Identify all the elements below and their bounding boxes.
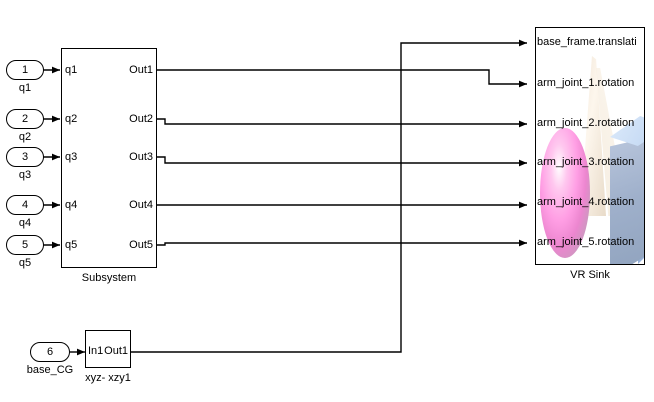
vr-sink-block[interactable] xyxy=(535,27,645,265)
inport-q5-number: 5 xyxy=(21,239,29,251)
vr-sink-input-base-frame-translation: base_frame.translati xyxy=(537,36,637,48)
inport-q2-number: 2 xyxy=(21,113,29,125)
subsystem-input-q1: q1 xyxy=(65,64,78,76)
inport-q3-label: q3 xyxy=(18,169,32,181)
subsystem-input-q3: q3 xyxy=(65,151,78,163)
inport-base-cg-label: base_CG xyxy=(26,364,74,376)
inport-base-cg[interactable]: 6 xyxy=(30,342,70,362)
inport-q5[interactable]: 5 xyxy=(6,235,44,255)
vr-sink-port-1-clip: base_frame.translati xyxy=(537,36,645,50)
vr-sink-input-arm-joint-5-rotation: arm_joint_5.rotation xyxy=(537,236,635,248)
vr-sink-port-6-clip: arm_joint_5.rotation xyxy=(537,236,645,250)
xyz-xzy1-output-out1: Out1 xyxy=(104,345,128,357)
subsystem-output-out2: Out2 xyxy=(129,113,153,125)
inport-q4-label: q4 xyxy=(18,217,32,229)
inport-q5-label: q5 xyxy=(18,257,32,269)
vr-sink-artwork xyxy=(536,28,644,264)
vr-sink-input-arm-joint-3-rotation: arm_joint_3.rotation xyxy=(537,156,635,168)
inport-q3-number: 3 xyxy=(21,151,29,163)
xyz-xzy1-block[interactable] xyxy=(85,330,131,368)
vr-sink-input-arm-joint-2-rotation: arm_joint_2.rotation xyxy=(537,117,635,129)
subsystem-output-out1: Out1 xyxy=(129,64,153,76)
subsystem-output-out5: Out5 xyxy=(129,239,153,251)
inport-q4-number: 4 xyxy=(21,199,29,211)
inport-q1-label: q1 xyxy=(18,82,32,94)
inport-q1[interactable]: 1 xyxy=(6,60,44,80)
vr-sink-port-2-clip: arm_joint_1.rotation xyxy=(537,77,645,91)
inport-q2[interactable]: 2 xyxy=(6,109,44,129)
vr-sink-port-5-clip: arm_joint_4.rotation xyxy=(537,196,645,210)
vr-sink-port-4-clip: arm_joint_3.rotation xyxy=(537,156,645,170)
inport-q4[interactable]: 4 xyxy=(6,195,44,215)
subsystem-input-q2: q2 xyxy=(65,113,78,125)
vr-sink-input-arm-joint-1-rotation: arm_joint_1.rotation xyxy=(537,77,635,89)
subsystem-output-out3: Out3 xyxy=(129,151,153,163)
inport-base-cg-number: 6 xyxy=(46,346,54,358)
inport-q3[interactable]: 3 xyxy=(6,147,44,167)
xyz-xzy1-input-in1: In1 xyxy=(88,345,104,357)
vr-sink-input-arm-joint-4-rotation: arm_joint_4.rotation xyxy=(537,196,635,208)
subsystem-input-q5: q5 xyxy=(65,239,78,251)
subsystem-block[interactable] xyxy=(61,48,157,268)
inport-q2-label: q2 xyxy=(18,131,32,143)
xyz-xzy1-caption: xyz- xzy1 xyxy=(85,372,131,384)
subsystem-output-out4: Out4 xyxy=(129,199,153,211)
subsystem-caption: Subsystem xyxy=(81,272,137,284)
vr-sink-port-3-clip: arm_joint_2.rotation xyxy=(537,117,645,131)
inport-q1-number: 1 xyxy=(21,64,29,76)
vr-sink-caption: VR Sink xyxy=(570,269,610,281)
subsystem-input-q4: q4 xyxy=(65,199,78,211)
